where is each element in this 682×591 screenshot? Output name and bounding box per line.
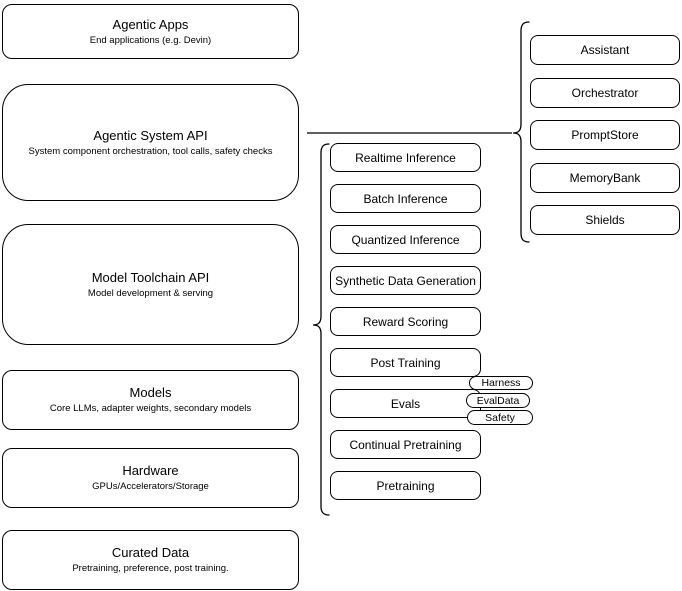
node-subtitle: GPUs/Accelerators/Storage	[92, 481, 209, 492]
node-post-training: Post Training	[330, 348, 481, 377]
node-title: Hardware	[122, 463, 179, 478]
eval-tag-safety: Safety	[467, 410, 533, 425]
node-hardware: Hardware GPUs/Accelerators/Storage	[2, 448, 299, 508]
node-reward-scoring: Reward Scoring	[330, 307, 481, 336]
node-models: Models Core LLMs, adapter weights, secon…	[2, 370, 299, 430]
node-synthetic-data-generation: Synthetic Data Generation	[330, 266, 481, 295]
node-evals: Evals	[330, 389, 481, 418]
brace-toolchain-items	[312, 143, 330, 516]
node-title: Curated Data	[111, 545, 190, 560]
node-subtitle: Pretraining, preference, post training.	[72, 563, 229, 574]
toolchain-items-column: Realtime Inference Batch Inference Quant…	[330, 143, 481, 500]
eval-tag-harness: Harness	[469, 376, 533, 390]
eval-tag-evaldata: EvalData	[466, 393, 530, 408]
node-continual-pretraining: Continual Pretraining	[330, 430, 481, 459]
node-agentic-apps: Agentic Apps End applications (e.g. Devi…	[2, 4, 299, 59]
node-pretraining: Pretraining	[330, 471, 481, 500]
node-memorybank: MemoryBank	[530, 162, 680, 193]
node-title: Models	[129, 385, 172, 400]
node-title: Model Toolchain API	[91, 269, 210, 285]
node-realtime-inference: Realtime Inference	[330, 143, 481, 172]
node-quantized-inference: Quantized Inference	[330, 225, 481, 254]
node-agentic-system-api: Agentic System API System component orch…	[2, 84, 299, 201]
node-title: Agentic System API	[93, 127, 208, 143]
node-subtitle: End applications (e.g. Devin)	[89, 34, 212, 46]
system-components-column: Assistant Orchestrator PromptStore Memor…	[530, 35, 680, 235]
node-batch-inference: Batch Inference	[330, 184, 481, 213]
node-subtitle: System component orchestration, tool cal…	[28, 145, 273, 157]
node-model-toolchain-api: Model Toolchain API Model development & …	[2, 224, 299, 345]
node-promptstore: PromptStore	[530, 120, 680, 150]
node-subtitle: Model development & serving	[87, 287, 214, 299]
node-shields: Shields	[530, 205, 680, 235]
node-assistant: Assistant	[530, 35, 680, 65]
node-orchestrator: Orchestrator	[530, 77, 680, 108]
node-title: Agentic Apps	[112, 16, 189, 32]
node-subtitle: Core LLMs, adapter weights, secondary mo…	[49, 403, 252, 414]
brace-system-components	[512, 21, 530, 243]
node-curated-data: Curated Data Pretraining, preference, po…	[2, 530, 299, 590]
